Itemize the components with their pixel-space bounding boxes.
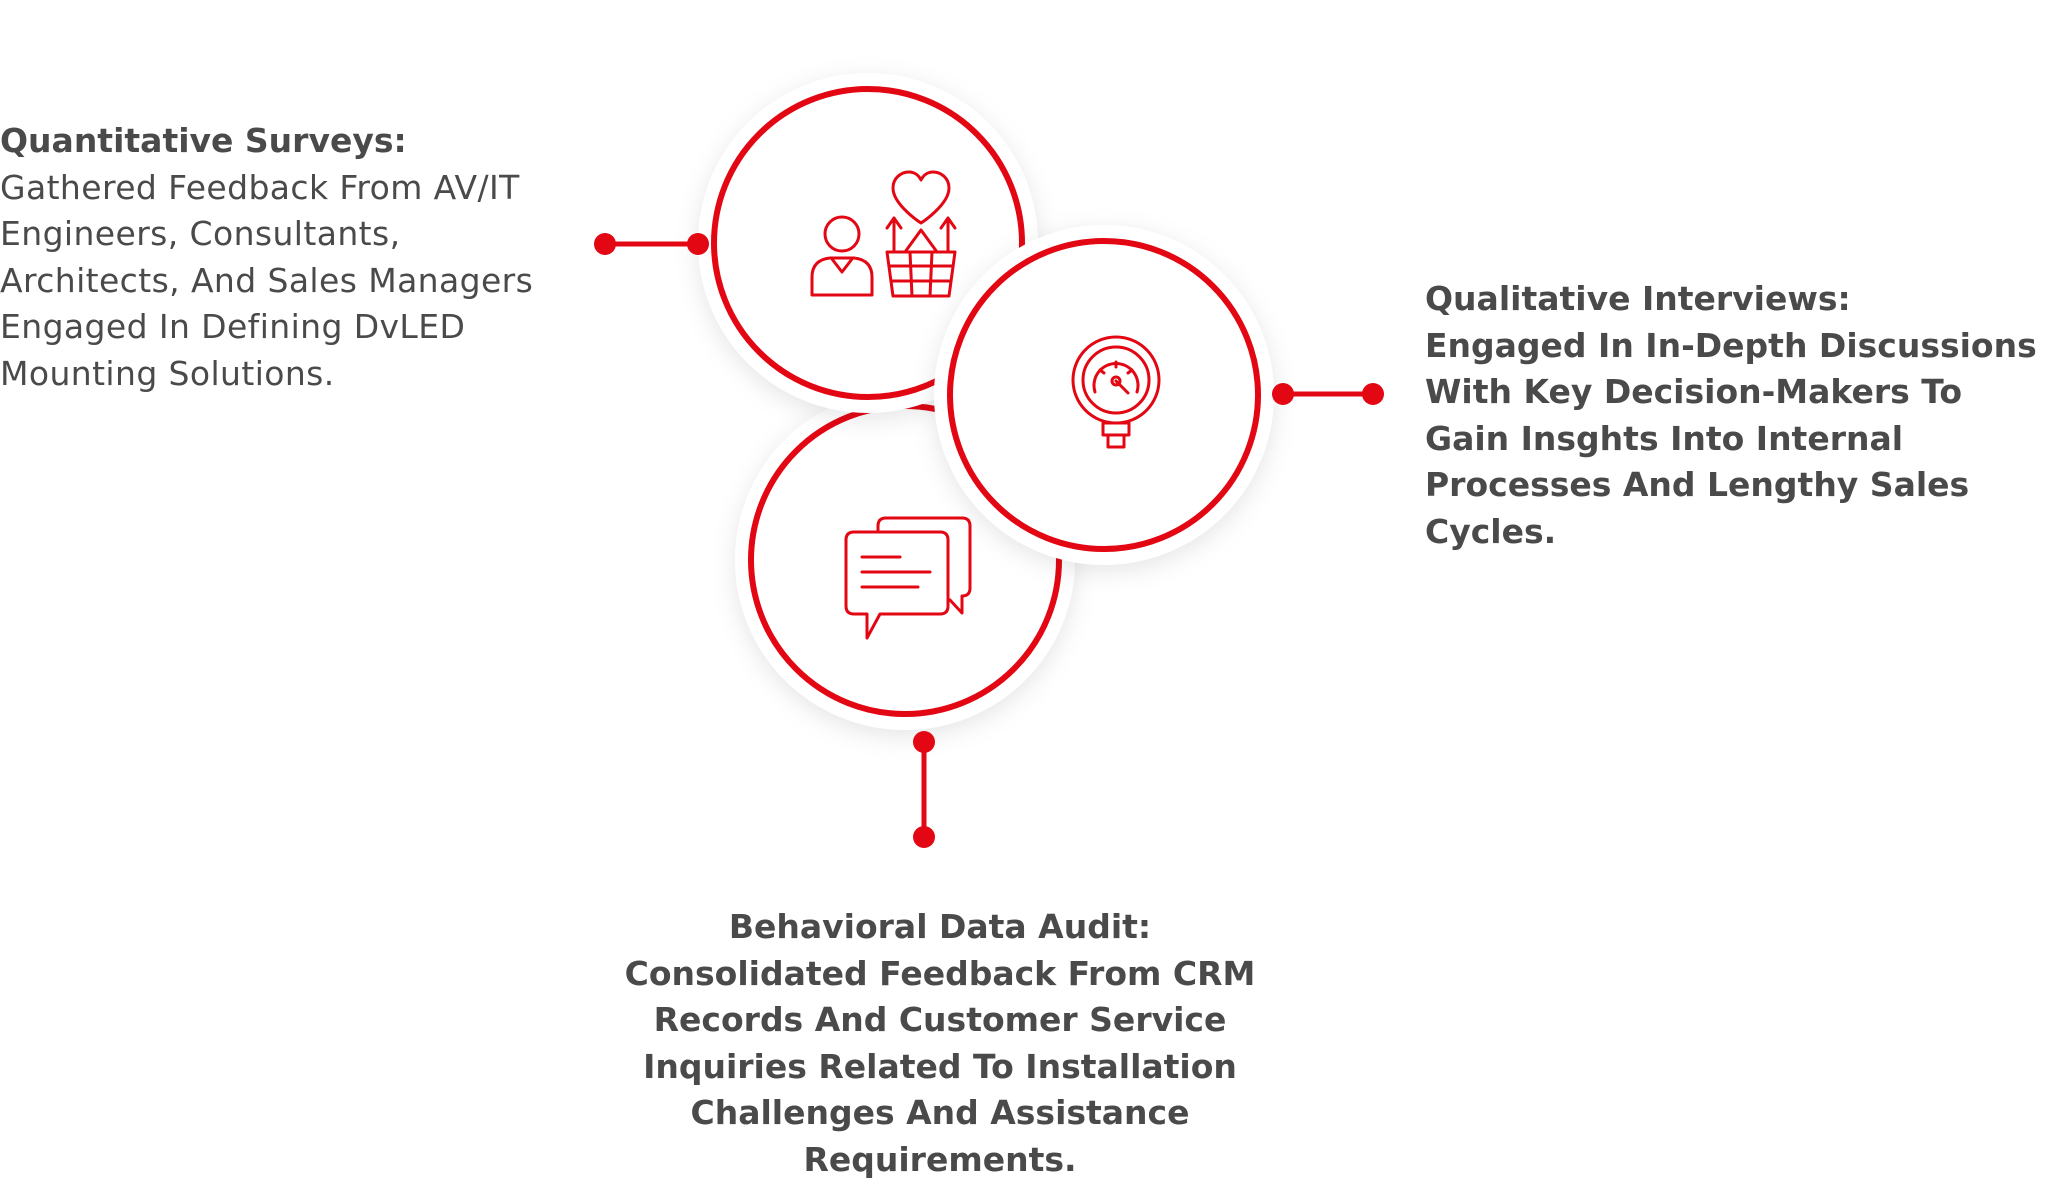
quantitative-surveys-block: Quantitative Surveys: Gathered Feedback …: [0, 118, 600, 397]
quantitative-line-4: Engaged In Defining DvLED: [0, 304, 600, 351]
behavioral-line-3: Inquiries Related To Installation: [560, 1044, 1320, 1091]
qualitative-line-3: Gain Insghts Into Internal: [1425, 416, 2045, 463]
quantitative-line-1: Gathered Feedback From AV/IT: [0, 165, 600, 212]
quantitative-line-3: Architects, And Sales Managers: [0, 258, 600, 305]
connector-behavioral: [913, 731, 935, 848]
quantitative-title: Quantitative Surveys:: [0, 118, 600, 165]
connector-quantitative: [594, 233, 709, 255]
qualitative-line-2: With Key Decision-Makers To: [1425, 369, 2045, 416]
behavioral-data-audit-block: Behavioral Data Audit: Consolidated Feed…: [560, 904, 1320, 1183]
behavioral-title: Behavioral Data Audit:: [560, 904, 1320, 951]
quantitative-line-2: Engineers, Consultants,: [0, 211, 600, 258]
quantitative-line-5: Mounting Solutions.: [0, 351, 600, 398]
qualitative-interviews-block: Qualitative Interviews: Engaged In In-De…: [1425, 276, 2045, 555]
behavioral-line-1: Consolidated Feedback From CRM: [560, 951, 1320, 998]
behavioral-line-2: Records And Customer Service: [560, 997, 1320, 1044]
behavioral-line-4: Challenges And Assistance: [560, 1090, 1320, 1137]
qualitative-line-4: Processes And Lengthy Sales: [1425, 462, 2045, 509]
qualitative-line-5: Cycles.: [1425, 509, 2045, 556]
behavioral-line-5: Requirements.: [560, 1137, 1320, 1183]
connector-qualitative: [1272, 383, 1384, 405]
qualitative-title: Qualitative Interviews:: [1425, 276, 2045, 323]
qualitative-line-1: Engaged In In-Depth Discussions: [1425, 323, 2045, 370]
qualitative-circle: [934, 225, 1274, 565]
